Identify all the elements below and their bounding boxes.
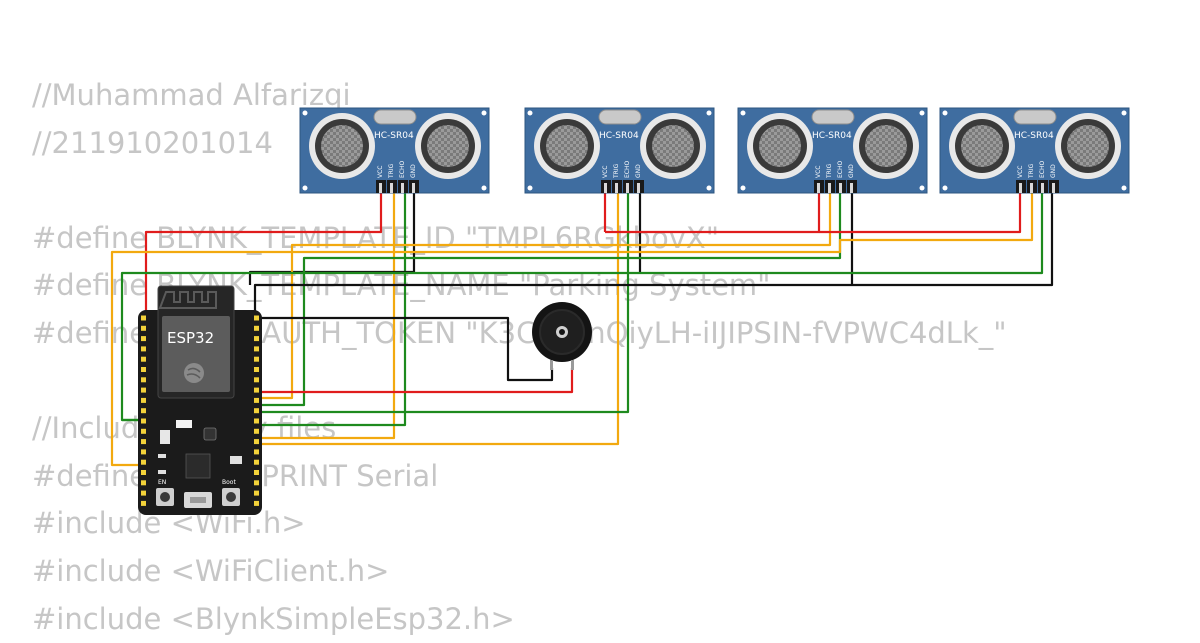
code-line: //Muhammad Alfarizqi <box>32 78 351 112</box>
sensor-pin-label: TRIG <box>1028 163 1035 179</box>
code-line: //211910201014 <box>32 125 273 160</box>
boot-label: Boot <box>222 479 236 486</box>
code-line: #include <WiFiClient.h> <box>32 553 390 588</box>
sensor-pin-label: TRIG <box>388 163 395 179</box>
sensor-model-label: HC-SR04 <box>1014 131 1054 141</box>
esp32-left-pins <box>141 315 146 506</box>
sensor-pin-label: VCC <box>602 166 609 178</box>
sensor-model-label: HC-SR04 <box>812 131 852 141</box>
wires <box>110 190 1054 467</box>
sensor-pin-label: VCC <box>1017 166 1024 178</box>
wire-s4-vcc <box>819 190 1022 234</box>
wire-s3-echo <box>262 190 842 407</box>
sensor-pin-label: GND <box>635 164 642 178</box>
en-label: EN <box>158 479 166 486</box>
wire-s4-gnd <box>253 190 1054 320</box>
sensor-pin-label: GND <box>1050 164 1057 178</box>
wire-buzzer-gnd <box>255 316 554 382</box>
esp32-right-pins <box>254 315 259 506</box>
wire-s2-echo <box>262 190 630 414</box>
wire-s2-trig <box>262 190 620 446</box>
wire-s3-vcc <box>605 190 821 234</box>
wire-s4-trig <box>110 190 1034 467</box>
sensor-model-label: HC-SR04 <box>599 131 639 141</box>
sensor-pin-label: ECHO <box>624 161 631 178</box>
sensor-pin-label: ECHO <box>1039 161 1046 178</box>
sensor-pin-label: ECHO <box>399 161 406 178</box>
wire-s1-trig <box>262 190 396 440</box>
esp32-board: ESP32 Boot EN <box>138 285 262 515</box>
sensor-pin-label: VCC <box>377 166 384 178</box>
buzzer <box>532 302 592 370</box>
wire-s3-trig <box>262 190 832 400</box>
sensor-pin-label: GND <box>848 164 855 178</box>
wire-buzzer-sig <box>262 368 574 394</box>
esp32-label: ESP32 <box>167 329 214 347</box>
espressif-logo-icon <box>184 363 204 383</box>
wire-s1-echo <box>262 190 407 427</box>
sensor-pin-label: GND <box>410 164 417 178</box>
sensor-pin-label: TRIG <box>613 163 620 179</box>
wire-s1-gnd <box>248 190 416 285</box>
sensor-pin-label: ECHO <box>837 161 844 178</box>
code-line: #define BLYNK_TEMPLATE_ID "TMPL6RGkbovX" <box>32 220 720 255</box>
sensor-model-label: HC-SR04 <box>374 131 414 141</box>
sensor-pin-label: VCC <box>815 166 822 178</box>
sensor-pin-label: TRIG <box>826 163 833 179</box>
